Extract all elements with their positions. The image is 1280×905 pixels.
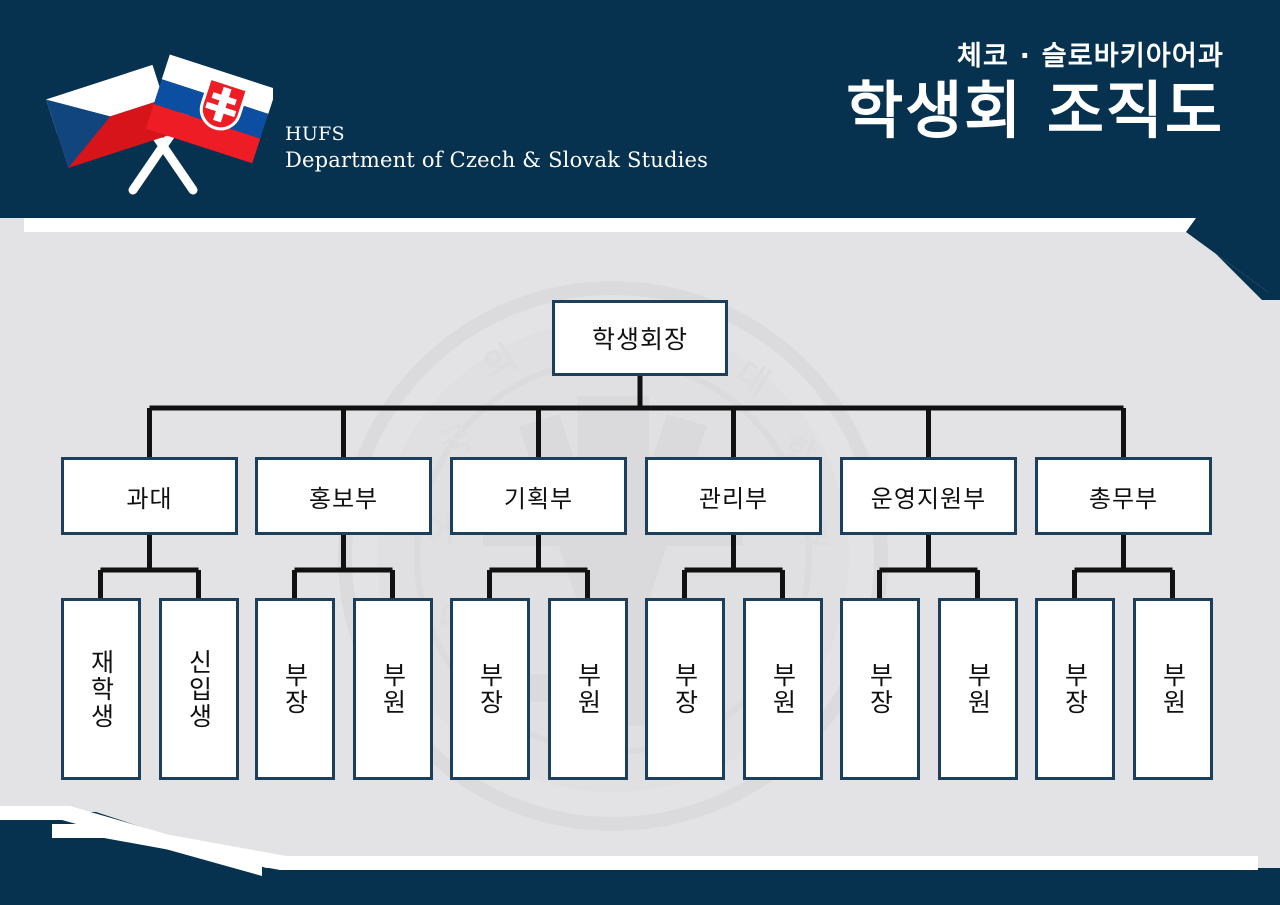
- node-dept-3-child-2-label: 부원: [573, 662, 603, 716]
- crossed-czech-slovak-flags-icon: [45, 54, 273, 195]
- node-dept-2-child-1-label: 부장: [280, 662, 310, 716]
- node-dept-1-child-1[interactable]: 재학생: [60, 598, 141, 780]
- node-dept-1-child-2[interactable]: 신입생: [158, 598, 239, 780]
- node-root[interactable]: 학생회장: [552, 300, 728, 376]
- node-dept-4-child-1-label: 부장: [670, 662, 700, 716]
- node-dept-5-label: 운영지원부: [870, 484, 987, 513]
- node-dept-6-child-2-label: 부원: [1158, 662, 1188, 716]
- node-dept-2-child-1[interactable]: 부장: [254, 598, 335, 780]
- node-dept-3-child-2[interactable]: 부원: [547, 598, 628, 780]
- node-dept-1-child-1-label: 재학생: [86, 648, 116, 730]
- node-dept-3-child-1-label: 부장: [475, 662, 505, 716]
- node-dept-6[interactable]: 총무부: [1035, 457, 1212, 535]
- node-dept-4-child-2-label: 부원: [768, 662, 798, 716]
- node-dept-6-child-1-label: 부장: [1060, 662, 1090, 716]
- title-subtitle: 체코 · 슬로바키아어과: [956, 41, 1224, 72]
- node-dept-4-label: 관리부: [698, 484, 769, 513]
- node-dept-3-label: 기획부: [503, 484, 574, 513]
- node-dept-2-child-2-label: 부원: [378, 662, 408, 716]
- brand-line2: Department of Czech & Slovak Studies: [285, 148, 709, 173]
- node-dept-6-child-1[interactable]: 부장: [1034, 598, 1115, 780]
- node-dept-5-child-2-label: 부원: [963, 662, 993, 716]
- node-dept-3-child-1[interactable]: 부장: [449, 598, 530, 780]
- node-dept-1-child-2-label: 신입생: [184, 648, 214, 730]
- node-dept-5-child-1[interactable]: 부장: [839, 598, 920, 780]
- page-header: HUFS Department of Czech & Slovak Studie…: [0, 0, 1280, 218]
- node-dept-4-child-1[interactable]: 부장: [644, 598, 725, 780]
- title-block: 체코 · 슬로바키아어과 학생회 조직도: [846, 42, 1224, 143]
- node-dept-6-child-2[interactable]: 부원: [1132, 598, 1213, 780]
- brand-text: HUFS Department of Czech & Slovak Studie…: [285, 122, 708, 175]
- node-dept-1[interactable]: 과대: [61, 457, 238, 535]
- node-dept-5-child-2[interactable]: 부원: [937, 598, 1018, 780]
- node-dept-2-child-2[interactable]: 부원: [352, 598, 433, 780]
- node-dept-5-child-1-label: 부장: [865, 662, 895, 716]
- node-dept-2-label: 홍보부: [308, 484, 379, 513]
- node-root-label: 학생회장: [591, 325, 688, 354]
- node-dept-1-label: 과대: [126, 484, 173, 513]
- page-title: 학생회 조직도: [846, 73, 1224, 147]
- node-dept-4-child-2[interactable]: 부원: [742, 598, 823, 780]
- brand-line1: HUFS: [285, 123, 345, 145]
- node-dept-5[interactable]: 운영지원부: [840, 457, 1017, 535]
- node-dept-4[interactable]: 관리부: [645, 457, 822, 535]
- node-dept-6-label: 총무부: [1088, 484, 1159, 513]
- node-dept-3[interactable]: 기획부: [450, 457, 627, 535]
- node-dept-2[interactable]: 홍보부: [255, 457, 432, 535]
